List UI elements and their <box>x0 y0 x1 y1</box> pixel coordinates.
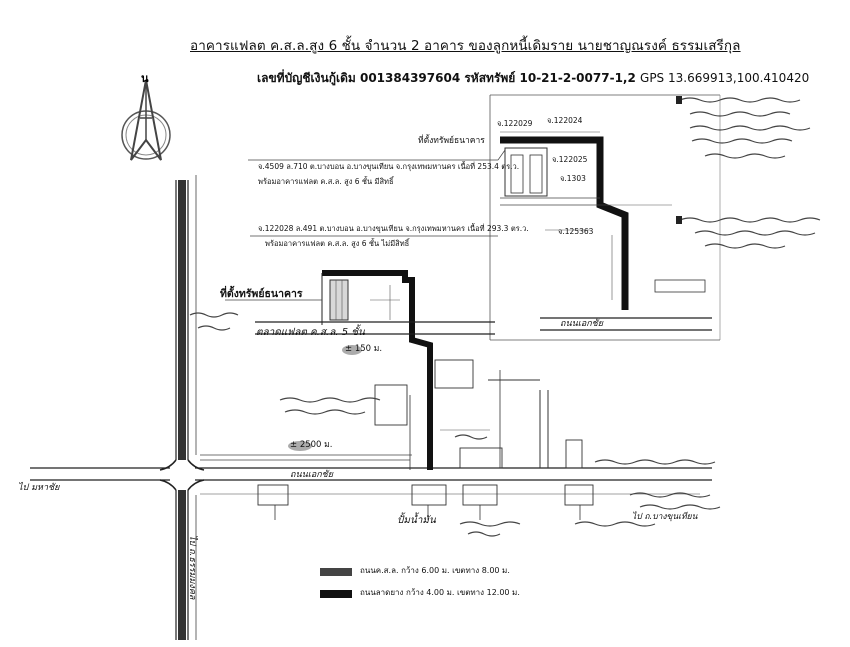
deed-1-line-2: พร้อมอาคารแฟลต ค.ส.ล. สูง 6 ชั้น มีสิทธิ… <box>258 177 394 186</box>
direction-bangbon: ไป ถ.ธรรมมงคล <box>187 535 197 600</box>
parcel-122029: จ.122029 <box>497 119 533 128</box>
direction-bangkhunthian: ไป ถ.บางขุนเทียน <box>632 512 698 522</box>
legend-swatch-asphalt <box>320 590 352 598</box>
distance-150m: ± 150 ม. <box>345 344 383 354</box>
north-label: น <box>141 72 149 85</box>
parcel-122025: จ.122025 <box>552 155 588 164</box>
north-arrow-icon <box>121 79 171 161</box>
inset-map <box>489 94 721 341</box>
site-label-inset: ที่ตั้งทรัพย์ธนาคาร <box>418 136 485 146</box>
leader-lines <box>225 149 506 301</box>
vertical-main-road <box>159 175 205 640</box>
deed-1-line-1: จ.4509 ล.710 ต.บางบอน อ.บางขุนเทียน จ.กร… <box>258 162 520 171</box>
distance-2500m: ± 2500 ม. <box>290 440 333 450</box>
landmarks-below-road <box>257 484 594 520</box>
deed-2-line-1: จ.122028 ล.491 ต.บางบอน อ.บางขุนเทียน จ.… <box>258 224 529 233</box>
legend-item-asphalt: ถนนลาดยาง กว้าง 4.00 ม. เขตทาง 12.00 ม. <box>360 588 520 597</box>
legend <box>320 568 352 598</box>
gas-station-label: ปั้มน้ำมัน <box>397 515 436 526</box>
legend-item-concrete: ถนนค.ส.ล. กว้าง 6.00 ม. เขตทาง 8.00 ม. <box>360 566 510 575</box>
site-label-main: ที่ตั้งทรัพย์ธนาคาร <box>220 288 303 300</box>
horizontal-main-road <box>30 454 712 495</box>
gps-coordinates: GPS 13.669913,100.410420 <box>640 71 810 85</box>
legend-swatch-concrete <box>320 568 352 576</box>
site-detail <box>200 270 583 470</box>
road-label-inset: ถนนเอกชัย <box>560 319 604 329</box>
page-title: อาคารแฟลต ค.ส.ล.สูง 6 ชั้น จำนวน 2 อาคาร… <box>190 38 741 54</box>
deed-2-line-2: พร้อมอาคารแฟลต ค.ส.ล. สูง 6 ชั้น ไม่มีสิ… <box>265 239 410 248</box>
account-number: เลขที่บัญชีเงินกู้เดิม 001384397604 รหัส… <box>257 71 636 85</box>
parcel-1303: จ.1303 <box>560 174 586 183</box>
road-label-main: ถนนเอกชัย <box>290 470 334 480</box>
direction-mahachai: ไป มหาชัย <box>18 483 60 493</box>
parcel-125363: จ.125363 <box>558 227 594 236</box>
account-line: เลขที่บัญชีเงินกู้เดิม 001384397604 รหัส… <box>257 72 809 84</box>
parcel-122024: จ.122024 <box>547 116 583 125</box>
handwritten-flat-label: ตลาดแฟลต ค.ส.ล. 5 ชั้น <box>256 327 365 338</box>
handwritten-notes <box>189 97 821 537</box>
